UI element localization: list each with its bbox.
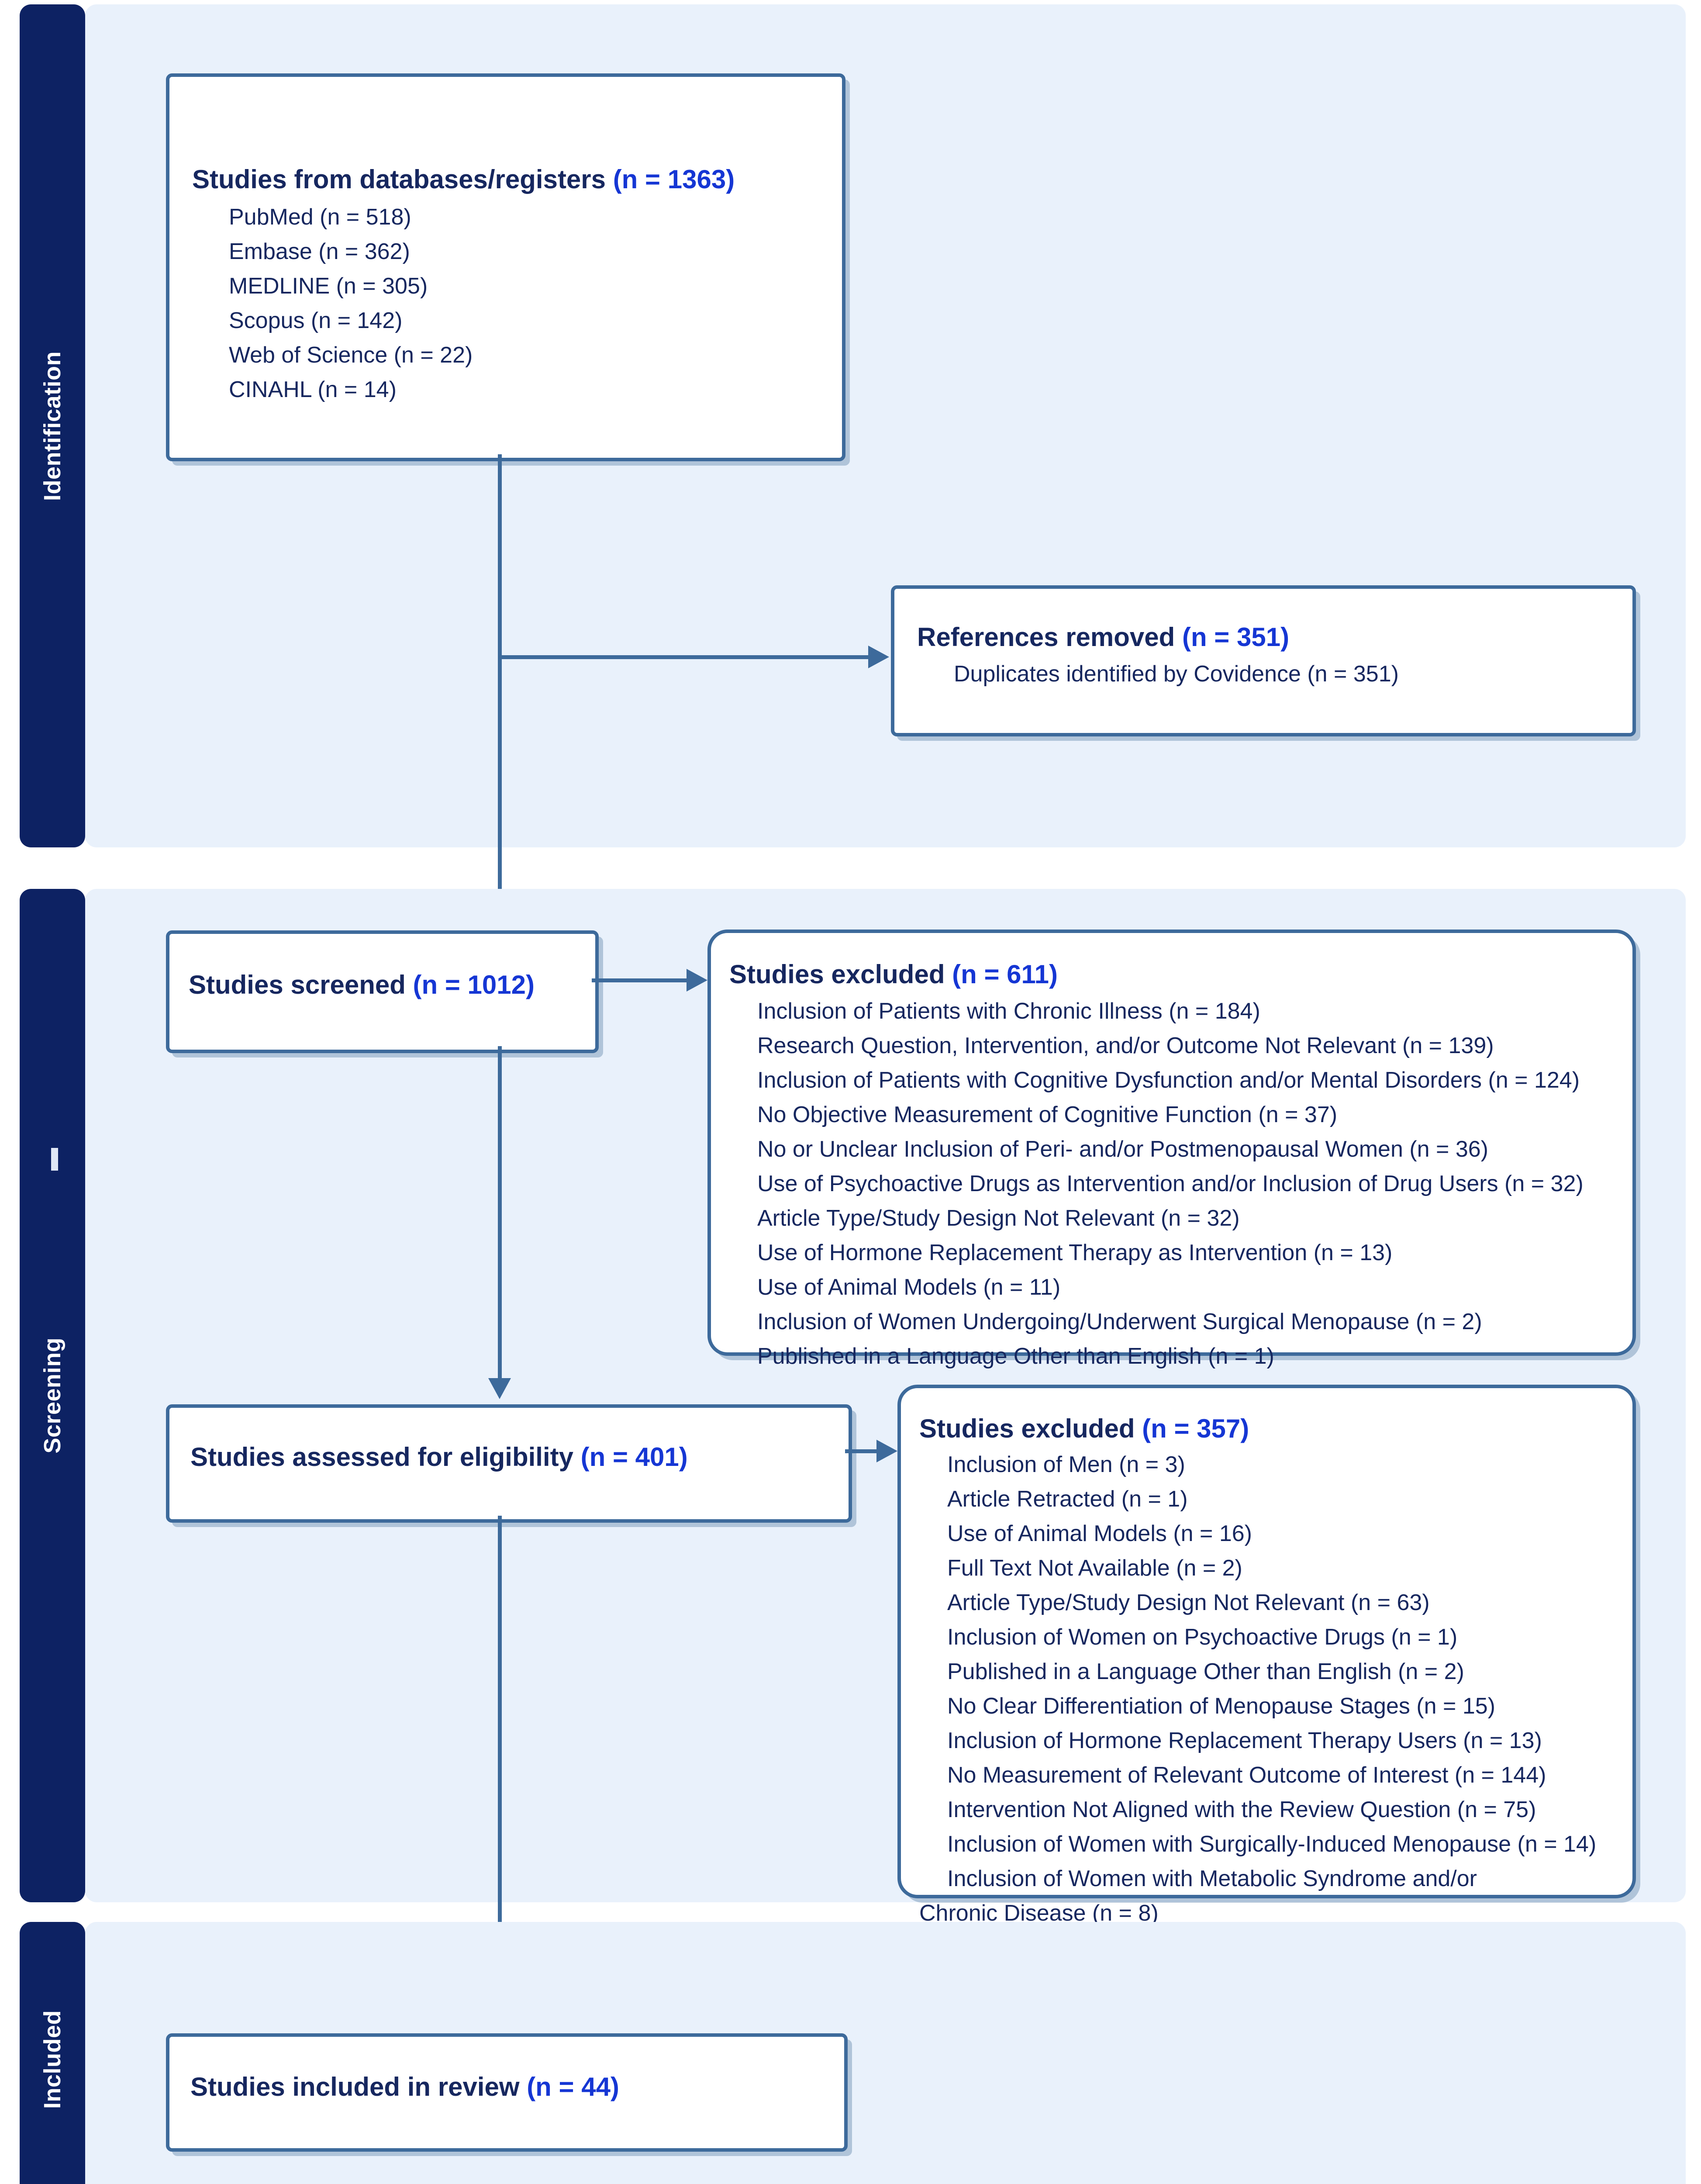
studies-excluded-eligibility-heading: Studies excluded (n = 357) bbox=[919, 1414, 1249, 1443]
list-item: Inclusion of Women with Metabolic Syndro… bbox=[947, 1866, 1477, 1891]
list-item: Full Text Not Available (n = 2) bbox=[947, 1555, 1242, 1581]
list-item: PubMed (n = 518) bbox=[229, 204, 411, 230]
references-removed-list: Duplicates identified by Covidence (n = … bbox=[917, 657, 1632, 691]
studies-eligibility-box: Studies assessed for eligibility (n = 40… bbox=[166, 1404, 852, 1523]
list-item: Use of Hormone Replacement Therapy as In… bbox=[757, 1240, 1393, 1265]
list-item: Use of Animal Models (n = 11) bbox=[757, 1274, 1061, 1300]
references-removed-box: References removed (n = 351) Duplicates … bbox=[891, 585, 1636, 736]
studies-screened-heading: Studies screened (n = 1012) bbox=[189, 970, 535, 999]
list-item: MEDLINE (n = 305) bbox=[229, 273, 428, 299]
connector-sources-to-removed bbox=[498, 655, 870, 659]
list-item: Embase (n = 362) bbox=[229, 238, 410, 264]
list-item: CINAHL (n = 14) bbox=[229, 377, 397, 402]
studies-excluded-eligibility-list: Inclusion of Men (n = 3) Article Retract… bbox=[919, 1448, 1632, 1931]
studies-excluded-screening-box: Studies excluded (n = 611) Inclusion of … bbox=[707, 930, 1636, 1369]
studies-screened-box: Studies screened (n = 1012) bbox=[166, 930, 599, 1053]
arrowhead-to-removed bbox=[868, 646, 889, 668]
list-item: Web of Science (n = 22) bbox=[229, 342, 473, 368]
sources-list: PubMed (n = 518) Embase (n = 362) MEDLIN… bbox=[192, 200, 842, 407]
identification-band-label: Identification bbox=[39, 351, 66, 501]
list-item: Inclusion of Patients with Cognitive Dys… bbox=[757, 1067, 1580, 1093]
included-band-label: Included bbox=[39, 2010, 66, 2109]
arrowhead-to-eligibility bbox=[488, 1378, 511, 1399]
sources-box: Studies from databases/registers (n = 13… bbox=[166, 73, 845, 461]
included-band: Included bbox=[20, 1922, 85, 2184]
list-item: Research Question, Intervention, and/or … bbox=[757, 1033, 1494, 1058]
connector-screened-down bbox=[498, 1046, 502, 1378]
list-item: No Clear Differentiation of Menopause St… bbox=[947, 1693, 1495, 1719]
list-item: Article Type/Study Design Not Relevant (… bbox=[947, 1590, 1430, 1615]
list-item: Chronic Disease (n = 8) bbox=[919, 1901, 1159, 1926]
studies-included-box: Studies included in review (n = 44) bbox=[166, 2033, 848, 2152]
studies-excluded-screening-list: Inclusion of Patients with Chronic Illne… bbox=[729, 994, 1632, 1374]
list-item: Inclusion of Women with Surgically-Induc… bbox=[947, 1831, 1597, 1857]
list-item: Article Type/Study Design Not Relevant (… bbox=[757, 1205, 1240, 1231]
list-item: Inclusion of Women on Psychoactive Drugs… bbox=[947, 1624, 1458, 1650]
list-item: Inclusion of Men (n = 3) bbox=[947, 1451, 1185, 1477]
studies-included-heading: Studies included in review (n = 44) bbox=[190, 2072, 619, 2101]
screening-band-tick bbox=[51, 1148, 58, 1171]
studies-eligibility-heading: Studies assessed for eligibility (n = 40… bbox=[190, 1442, 688, 1472]
identification-band: Identification bbox=[20, 4, 85, 847]
list-item: Use of Psychoactive Drugs as Interventio… bbox=[757, 1171, 1584, 1196]
connector-eligibility-down bbox=[498, 1516, 502, 2009]
connector-sources-down bbox=[498, 454, 502, 909]
list-item: Scopus (n = 142) bbox=[229, 308, 403, 333]
connector-eligibility-to-excluded bbox=[845, 1449, 878, 1453]
list-item: Inclusion of Hormone Replacement Therapy… bbox=[947, 1728, 1542, 1753]
list-item: Published in a Language Other than Engli… bbox=[757, 1343, 1274, 1369]
references-removed-heading: References removed (n = 351) bbox=[917, 622, 1290, 652]
studies-excluded-eligibility-box: Studies excluded (n = 357) Inclusion of … bbox=[897, 1385, 1636, 1926]
list-item: Inclusion of Women Undergoing/Underwent … bbox=[757, 1309, 1482, 1334]
list-item: Published in a Language Other than Engli… bbox=[947, 1659, 1464, 1684]
list-item: Inclusion of Patients with Chronic Illne… bbox=[757, 998, 1260, 1024]
list-item: Use of Animal Models (n = 16) bbox=[947, 1521, 1252, 1546]
list-item: No Objective Measurement of Cognitive Fu… bbox=[757, 1102, 1338, 1127]
arrowhead-to-excluded-screening bbox=[687, 969, 707, 992]
sources-heading: Studies from databases/registers (n = 13… bbox=[192, 165, 735, 194]
list-item: No Measurement of Relevant Outcome of In… bbox=[947, 1762, 1546, 1788]
list-item: Duplicates identified by Covidence (n = … bbox=[954, 661, 1399, 687]
list-item: Article Retracted (n = 1) bbox=[947, 1486, 1188, 1512]
screening-band: Screening bbox=[20, 889, 85, 1902]
list-item: No or Unclear Inclusion of Peri- and/or … bbox=[757, 1136, 1488, 1162]
arrowhead-to-excluded-eligibility bbox=[876, 1440, 897, 1462]
studies-excluded-screening-heading: Studies excluded (n = 611) bbox=[729, 960, 1058, 989]
screening-band-label: Screening bbox=[39, 1337, 66, 1454]
list-item: Intervention Not Aligned with the Review… bbox=[947, 1797, 1536, 1822]
connector-screened-to-excluded bbox=[592, 978, 688, 982]
